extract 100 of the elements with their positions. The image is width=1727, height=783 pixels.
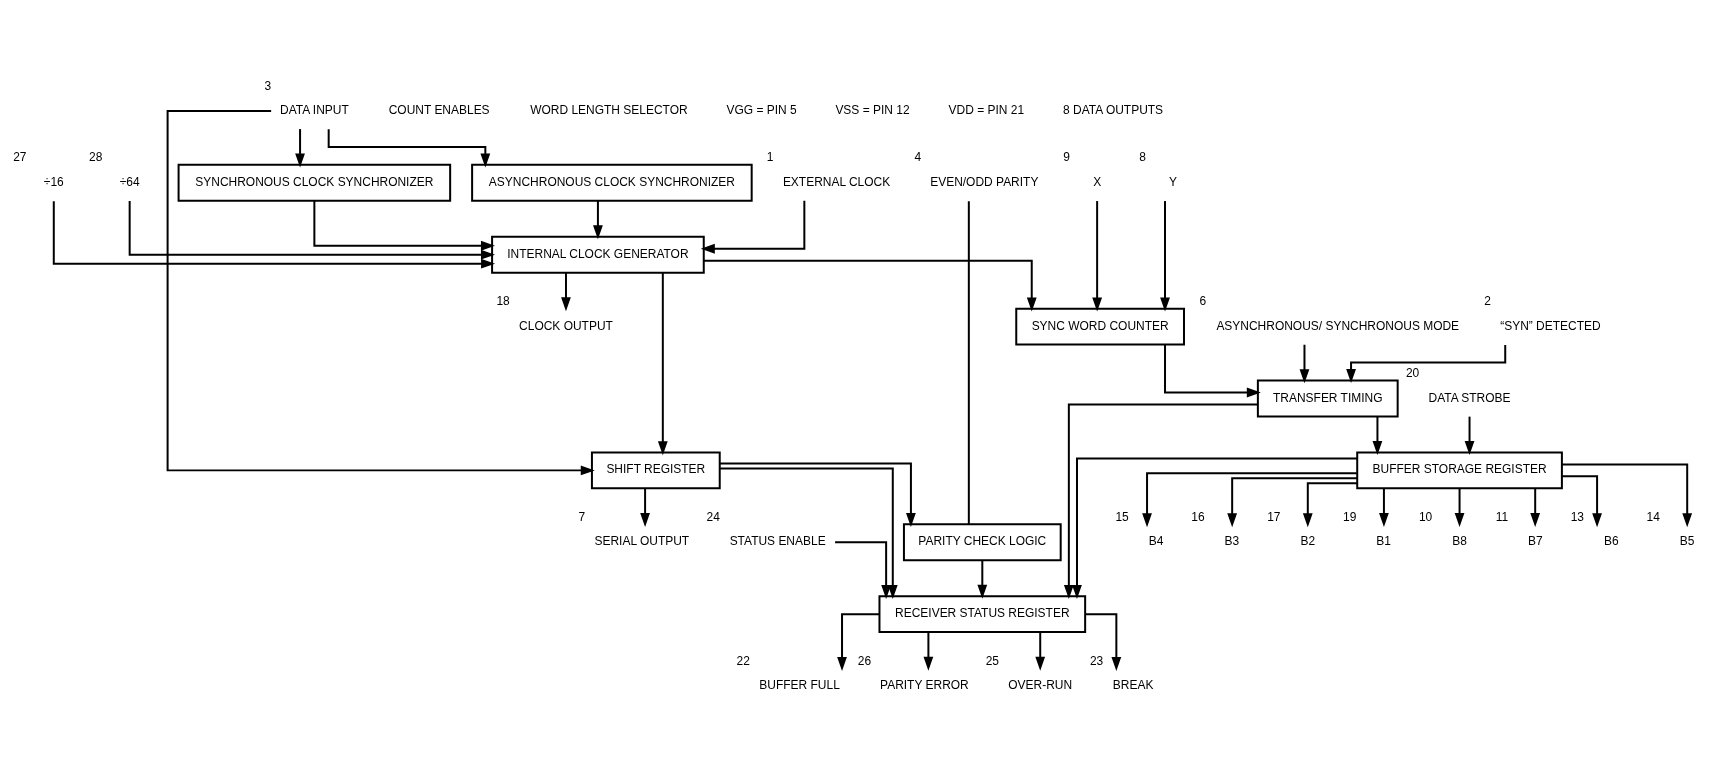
node-text: DATA INPUT bbox=[280, 102, 349, 117]
arrow bbox=[1164, 343, 1261, 397]
arrow bbox=[52, 199, 496, 269]
node-label: 25 bbox=[985, 653, 999, 668]
arrow bbox=[166, 109, 595, 475]
node-text: CLOCK OUTPUT bbox=[519, 318, 613, 333]
node-label: 3 bbox=[264, 78, 272, 93]
label: VSS = PIN 12 bbox=[835, 102, 910, 117]
node-text: EXTERNAL CLOCK bbox=[782, 174, 891, 189]
arrow bbox=[327, 127, 491, 167]
node-label: 8 bbox=[1139, 149, 1146, 164]
node-label: 17 bbox=[1267, 509, 1281, 524]
node-text: B8 bbox=[1452, 533, 1467, 548]
node-text: BUFFER FULL bbox=[759, 677, 840, 692]
label: COUNT ENABLES bbox=[388, 102, 490, 117]
arrow bbox=[640, 487, 650, 527]
arrow bbox=[295, 127, 305, 167]
node-label: 28 bbox=[89, 149, 103, 164]
arrow bbox=[1464, 415, 1475, 455]
node-text: X bbox=[1093, 174, 1102, 189]
arrow bbox=[657, 271, 668, 455]
connector bbox=[967, 199, 970, 525]
arrow bbox=[923, 630, 934, 671]
arrow bbox=[313, 199, 495, 251]
node-box: ASYNCHRONOUS CLOCK SYNCHRONIZER bbox=[471, 163, 753, 202]
node-label: 14 bbox=[1646, 509, 1660, 524]
arrow bbox=[1302, 481, 1359, 527]
node-text: B6 bbox=[1604, 533, 1619, 548]
arrow bbox=[1084, 612, 1122, 671]
node-text: OVER-RUN bbox=[1008, 677, 1073, 692]
arrow bbox=[718, 461, 916, 527]
node-box: SYNCHRONOUS CLOCK SYNCHRONIZER bbox=[177, 163, 452, 202]
node-box: SHIFT REGISTER bbox=[590, 450, 721, 489]
arrow bbox=[702, 259, 1037, 312]
arrow bbox=[1072, 456, 1359, 599]
node-text: B3 bbox=[1224, 533, 1240, 548]
node-label: 2 bbox=[1484, 293, 1491, 308]
node-text: Y bbox=[1169, 174, 1177, 189]
arrow bbox=[1092, 199, 1103, 312]
node-label: 11 bbox=[1495, 509, 1509, 524]
node-text: B1 bbox=[1376, 533, 1391, 548]
node-box: BUFFER STORAGE REGISTER bbox=[1356, 450, 1563, 489]
node-box: RECEIVER STATUS REGISTER bbox=[878, 594, 1087, 633]
node-text: B2 bbox=[1300, 533, 1316, 548]
node-label: 6 bbox=[1199, 293, 1207, 308]
arrow bbox=[1561, 462, 1693, 527]
node-label: 16 bbox=[1191, 509, 1205, 524]
node-label: 7 bbox=[578, 509, 586, 524]
node-box: TRANSFER TIMING bbox=[1256, 379, 1399, 417]
arrow bbox=[1372, 415, 1383, 455]
label: WORD LENGTH SELECTOR bbox=[530, 102, 688, 117]
arrow bbox=[1142, 471, 1358, 527]
node-label: 13 bbox=[1570, 509, 1585, 524]
arrow bbox=[837, 612, 881, 671]
label: VGG = PIN 5 bbox=[726, 102, 797, 117]
arrow bbox=[834, 540, 892, 599]
arrow bbox=[1035, 630, 1046, 671]
arrow bbox=[1561, 474, 1602, 527]
arrow bbox=[561, 271, 571, 311]
arrow bbox=[1227, 476, 1359, 527]
node-label: 15 bbox=[1115, 509, 1129, 524]
node-label: 18 bbox=[496, 293, 510, 308]
arrow bbox=[1160, 199, 1170, 312]
node-text: ÷64 bbox=[119, 174, 140, 189]
node-text: ASYNCHRONOUS/ SYNCHRONOUS MODE bbox=[1216, 318, 1460, 333]
node-label: 19 bbox=[1343, 509, 1357, 524]
arrow bbox=[1063, 403, 1259, 599]
node-box: PARITY CHECK LOGIC bbox=[902, 522, 1062, 561]
arrow bbox=[1530, 487, 1541, 527]
node-text: “SYN” DETECTED bbox=[1500, 318, 1601, 333]
node-text: ÷16 bbox=[43, 174, 64, 189]
label: 8 DATA OUTPUTS bbox=[1063, 102, 1164, 117]
arrow bbox=[718, 466, 898, 599]
node-text: DATA STROBE bbox=[1428, 390, 1511, 405]
arrow bbox=[1299, 343, 1310, 383]
arrow bbox=[128, 199, 495, 260]
node-text: B5 bbox=[1679, 533, 1695, 548]
node-label: 1 bbox=[766, 149, 774, 164]
node-label: 20 bbox=[1405, 365, 1420, 380]
node-box: SYNC WORD COUNTER bbox=[1015, 307, 1185, 346]
node-text: B7 bbox=[1528, 533, 1543, 548]
node-text: EVEN/ODD PARITY bbox=[930, 174, 1039, 189]
node-label: 24 bbox=[706, 509, 720, 524]
node-box: INTERNAL CLOCK GENERATOR bbox=[491, 235, 705, 274]
arrow bbox=[700, 199, 806, 254]
node-text: PARITY ERROR bbox=[880, 677, 969, 692]
node-text: B4 bbox=[1148, 533, 1164, 548]
node-text: STATUS ENABLE bbox=[729, 533, 826, 548]
node-label: 26 bbox=[857, 653, 872, 668]
arrow bbox=[593, 199, 603, 239]
node-label: 9 bbox=[1063, 149, 1071, 164]
node-label: 23 bbox=[1089, 653, 1104, 668]
arrow bbox=[1379, 487, 1389, 527]
node-label: 27 bbox=[13, 149, 27, 164]
node-label: 22 bbox=[736, 653, 750, 668]
node-text: SERIAL OUTPUT bbox=[594, 533, 690, 548]
node-label: 10 bbox=[1418, 509, 1433, 524]
arrow bbox=[977, 558, 988, 599]
node-text: BREAK bbox=[1112, 677, 1154, 692]
label: VDD = PIN 21 bbox=[948, 102, 1025, 117]
